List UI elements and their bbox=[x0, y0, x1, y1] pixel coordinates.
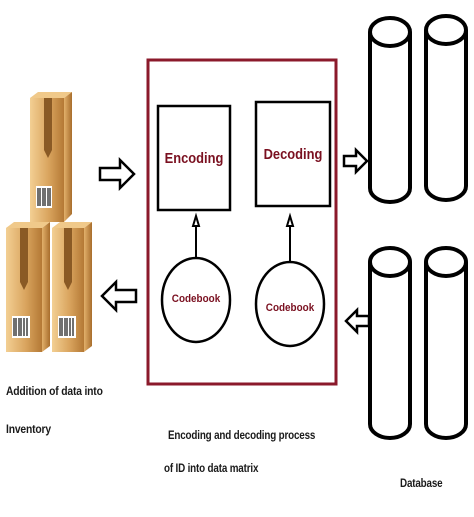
process-caption-line1: Encoding and decoding process bbox=[168, 428, 316, 442]
database-cylinder-icon bbox=[368, 246, 412, 440]
barcode-icon bbox=[36, 186, 52, 208]
database-group bbox=[368, 14, 468, 440]
arrowhead-up-icon bbox=[191, 212, 201, 227]
codebook-right-label: Codebook bbox=[265, 302, 315, 314]
database-cylinder-icon bbox=[424, 246, 468, 440]
decoding-label: Decoding bbox=[263, 146, 323, 163]
encoding-box bbox=[156, 104, 232, 212]
arrowhead-up-icon bbox=[285, 212, 295, 227]
hollow-arrow-icon bbox=[342, 146, 369, 176]
inventory-caption-line1: Addition of data into bbox=[6, 384, 103, 398]
database-cylinder-icon bbox=[424, 14, 468, 202]
decoding-box bbox=[254, 100, 332, 208]
barcode-icon bbox=[58, 316, 76, 338]
codebook-left-label: Codebook bbox=[171, 293, 221, 305]
process-frame bbox=[146, 58, 338, 386]
hollow-arrow-icon bbox=[98, 156, 136, 192]
package-box-icon bbox=[52, 222, 92, 352]
database-cylinder-icon bbox=[368, 16, 412, 204]
package-box-icon bbox=[30, 92, 72, 222]
process-caption-line2: of ID into data matrix bbox=[164, 461, 259, 475]
package-box-icon bbox=[6, 222, 50, 352]
encoding-label: Encoding bbox=[164, 150, 224, 167]
hollow-arrow-icon bbox=[100, 278, 138, 314]
database-caption: Database bbox=[400, 476, 443, 490]
hollow-arrow-icon bbox=[344, 306, 371, 336]
barcode-icon bbox=[12, 316, 30, 338]
inventory-boxes bbox=[6, 92, 92, 352]
inventory-caption-line2: Inventory bbox=[6, 422, 51, 436]
